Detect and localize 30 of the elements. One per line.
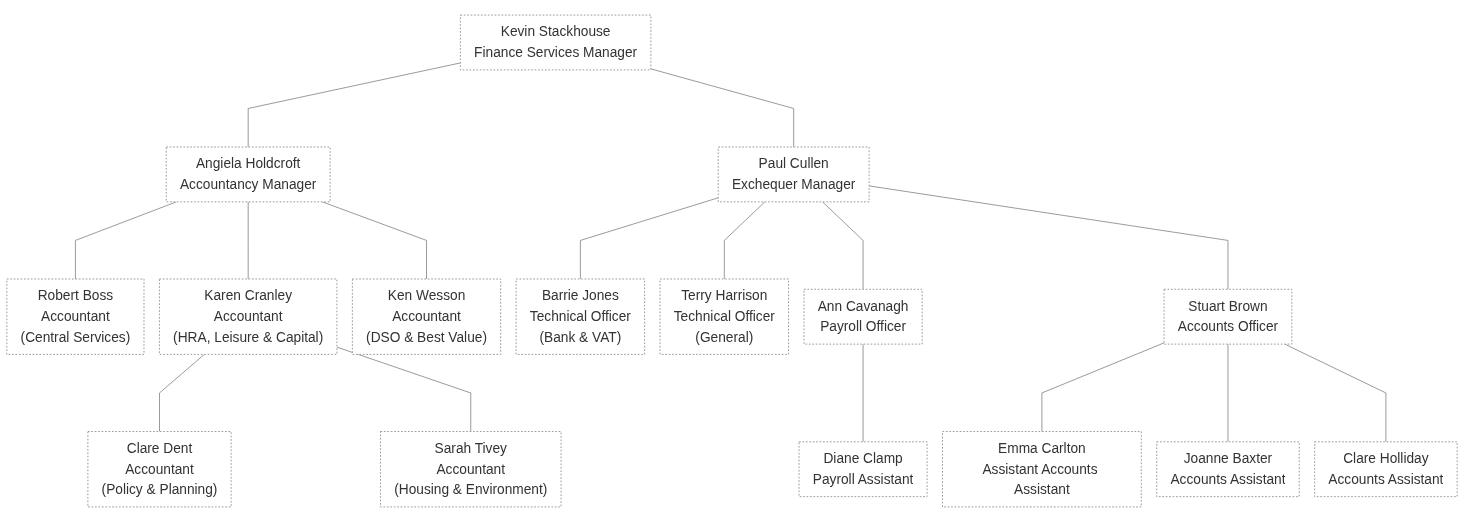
connector [247, 62, 461, 148]
connector [579, 197, 719, 280]
node-box: Clare Dent Accountant (Policy & Planning) [87, 431, 232, 508]
connector [321, 201, 427, 280]
node-box: Terry Harrison Technical Officer (General) [659, 278, 789, 355]
node-box: Joanne Baxter Accounts Assistant [1156, 441, 1300, 498]
node-box: Ken Wesson Accountant (DSO & Best Value) [351, 278, 502, 355]
node-box: Robert Boss Accountant (Central Services) [6, 278, 145, 355]
connector [723, 201, 766, 280]
node-box: Diane Clamp Payroll Assistant [798, 441, 928, 498]
node-box: Clare Holliday Accounts Assistant [1314, 441, 1458, 498]
node-box: Angiela Holdcroft Accountancy Manager [165, 146, 331, 203]
connector [1227, 343, 1229, 443]
connector [159, 353, 205, 432]
connector [868, 185, 1229, 290]
connector [1041, 342, 1165, 432]
connector [247, 201, 249, 280]
node-box: Kevin Stackhouse Finance Services Manager [459, 14, 652, 71]
node-box: Emma Carlton Assistant Accounts Assistant [942, 431, 1142, 508]
node-box: Ann Cavanagh Payroll Officer [803, 288, 923, 345]
connector [822, 201, 864, 290]
connector [650, 68, 795, 148]
node-box: Barrie Jones Technical Officer (Bank & VAT) [515, 278, 646, 355]
node-box: Paul Cullen Exchequer Manager [717, 146, 870, 203]
node-box: Karen Cranley Accountant (HRA, Leisure & Capital) [159, 278, 338, 355]
connector [862, 343, 864, 443]
node-box: Sarah Tivey Accountant (Housing & Environment) [380, 431, 562, 508]
node-box: Stuart Brown Accounts Officer [1163, 288, 1293, 345]
connector [336, 346, 472, 432]
connector [75, 201, 177, 280]
